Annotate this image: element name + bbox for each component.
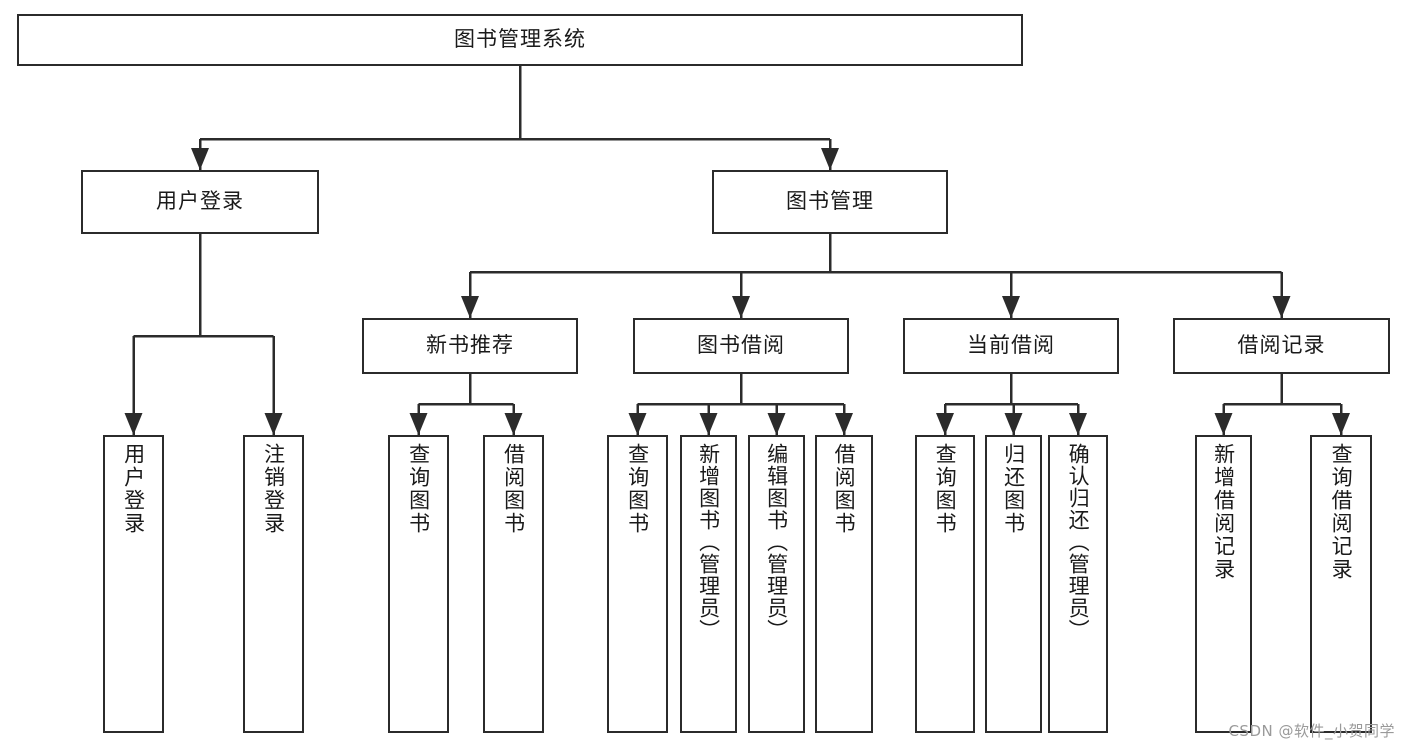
node-label: 新增图书（管理员） bbox=[696, 443, 721, 641]
node-label: 用户登录 bbox=[156, 189, 244, 214]
arrowhead-icon bbox=[1069, 413, 1087, 435]
arrowhead-icon bbox=[124, 413, 143, 435]
arrowhead-icon bbox=[409, 413, 428, 435]
arrowhead-icon bbox=[1272, 296, 1291, 318]
node-label: 查询图书 bbox=[406, 443, 431, 535]
arrowhead-icon bbox=[461, 296, 479, 318]
node-label: 借阅记录 bbox=[1237, 333, 1326, 358]
node-b2[interactable]: 新增图书（管理员） bbox=[680, 435, 737, 733]
node-c2[interactable]: 归还图书 bbox=[985, 435, 1042, 733]
node-label: 查询借阅记录 bbox=[1329, 443, 1354, 581]
node-r1[interactable]: 新增借阅记录 bbox=[1195, 435, 1252, 733]
node-bookmgmt[interactable]: 图书管理 bbox=[712, 170, 948, 234]
node-label: 注销登录 bbox=[261, 443, 286, 535]
arrowhead-icon bbox=[264, 413, 283, 435]
node-b3[interactable]: 编辑图书（管理员） bbox=[748, 435, 805, 733]
arrowhead-icon bbox=[936, 413, 954, 435]
watermark: CSDN @软件_小贺同学 bbox=[1228, 722, 1395, 740]
arrowhead-icon bbox=[504, 413, 523, 435]
node-b4[interactable]: 借阅图书 bbox=[815, 435, 873, 733]
node-newbook[interactable]: 新书推荐 bbox=[362, 318, 578, 374]
node-label: 用户登录 bbox=[121, 443, 146, 535]
node-label: 编辑图书（管理员） bbox=[764, 443, 789, 641]
arrowhead-icon bbox=[821, 148, 839, 170]
node-c1[interactable]: 查询图书 bbox=[915, 435, 975, 733]
node-label: 确认归还（管理员） bbox=[1066, 443, 1091, 641]
node-label: 图书管理 bbox=[786, 189, 874, 214]
arrowhead-icon bbox=[1002, 296, 1020, 318]
arrowhead-icon bbox=[628, 413, 647, 435]
node-label: 当前借阅 bbox=[967, 333, 1055, 358]
node-l2[interactable]: 注销登录 bbox=[243, 435, 304, 733]
node-label: 新书推荐 bbox=[426, 333, 514, 358]
node-label: 借阅图书 bbox=[501, 443, 526, 535]
node-current[interactable]: 当前借阅 bbox=[903, 318, 1119, 374]
arrowhead-icon bbox=[1004, 413, 1023, 435]
node-n2[interactable]: 借阅图书 bbox=[483, 435, 544, 733]
node-label: 归还图书 bbox=[1001, 443, 1026, 535]
arrowhead-icon bbox=[835, 413, 853, 435]
node-label: 图书借阅 bbox=[697, 333, 785, 358]
node-l1[interactable]: 用户登录 bbox=[103, 435, 164, 733]
node-c3[interactable]: 确认归还（管理员） bbox=[1048, 435, 1108, 733]
node-label: 查询图书 bbox=[625, 443, 650, 535]
node-label: 图书管理系统 bbox=[454, 27, 586, 52]
node-login[interactable]: 用户登录 bbox=[81, 170, 319, 234]
node-borrow[interactable]: 图书借阅 bbox=[633, 318, 849, 374]
arrowhead-icon bbox=[1214, 413, 1233, 435]
node-b1[interactable]: 查询图书 bbox=[607, 435, 668, 733]
node-n1[interactable]: 查询图书 bbox=[388, 435, 449, 733]
node-root[interactable]: 图书管理系统 bbox=[17, 14, 1023, 66]
arrowhead-icon bbox=[732, 296, 750, 318]
node-records[interactable]: 借阅记录 bbox=[1173, 318, 1390, 374]
arrowhead-icon bbox=[767, 413, 786, 435]
arrowhead-icon bbox=[1332, 413, 1350, 435]
node-label: 查询图书 bbox=[933, 443, 958, 535]
arrowhead-icon bbox=[191, 148, 209, 170]
node-label: 新增借阅记录 bbox=[1211, 443, 1236, 581]
node-label: 借阅图书 bbox=[832, 443, 857, 535]
node-r2[interactable]: 查询借阅记录 bbox=[1310, 435, 1372, 733]
arrowhead-icon bbox=[699, 413, 718, 435]
